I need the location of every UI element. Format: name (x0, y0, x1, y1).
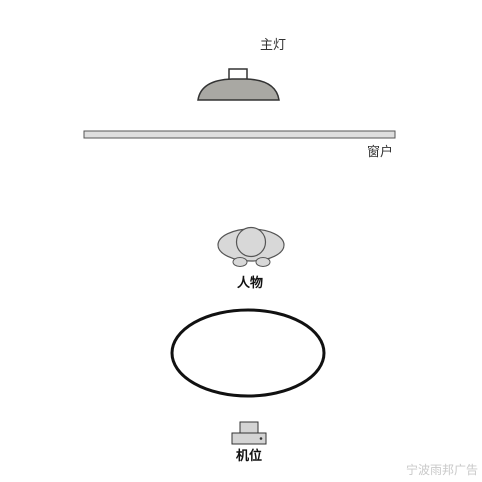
camera-icon (231, 421, 267, 445)
watermark-text: 宁波雨邦广告 (406, 462, 478, 477)
person-topview-icon (217, 226, 285, 267)
main-light-icon (197, 68, 280, 101)
window-bar-icon (83, 130, 396, 139)
main-light-label: 主灯 (260, 38, 286, 53)
camera-label: 机位 (236, 448, 262, 464)
window-label: 窗户 (367, 144, 393, 160)
area-ellipse (170, 308, 326, 398)
subject-label: 人物 (237, 275, 263, 291)
